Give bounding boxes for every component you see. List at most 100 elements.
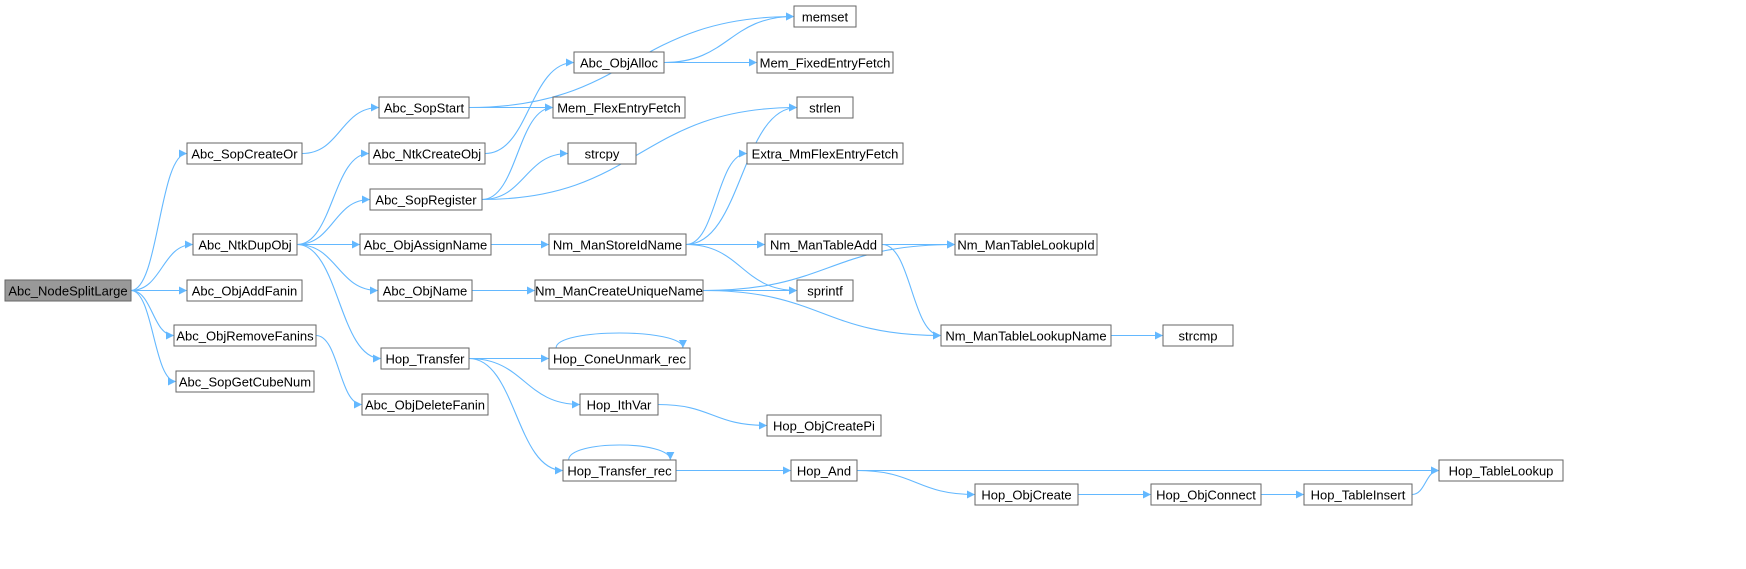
node-box	[796, 96, 854, 119]
node-label: Nm_ManStoreIdName	[553, 238, 682, 253]
node-nm-mantablelookupname[interactable]: Nm_ManTableLookupName	[940, 324, 1112, 347]
node-abc-sopstart[interactable]: Abc_SopStart	[378, 96, 470, 119]
node-box	[1438, 459, 1564, 482]
node-hop-tablelookup[interactable]: Hop_TableLookup	[1438, 459, 1564, 482]
node-label: Extra_MmFlexEntryFetch	[752, 147, 899, 162]
node-abc-sopcreateor[interactable]: Abc_SopCreateOr	[186, 142, 303, 165]
edge-hop-and-to-hop-objcreate	[856, 469, 976, 499]
node-abc-nodesplitlarge[interactable]: Abc_NodeSplitLarge	[4, 279, 132, 302]
node-label: Hop_ObjCreatePi	[773, 419, 875, 434]
node-mem-flexentryfetch[interactable]: Mem_FlexEntryFetch	[552, 96, 686, 119]
edge-hop-ithvar-to-hop-objcreatepi	[657, 403, 768, 430]
node-nm-manstoreidname[interactable]: Nm_ManStoreIdName	[548, 233, 687, 256]
node-box	[746, 142, 904, 165]
node-label: Abc_ObjAddFanin	[192, 284, 298, 299]
node-memset[interactable]: memset	[793, 5, 857, 28]
nodes-layer: Abc_NodeSplitLargeAbc_SopCreateOrAbc_Ntk…	[4, 5, 1564, 506]
node-strcmp[interactable]: strcmp	[1162, 324, 1234, 347]
node-hop-objcreate[interactable]: Hop_ObjCreate	[974, 483, 1079, 506]
node-box	[368, 142, 486, 165]
edge-nm-manstoreidname-to-extra-mmflexentryfetch	[685, 149, 748, 246]
node-label: strcpy	[585, 147, 620, 162]
node-abc-objdeletefanin[interactable]: Abc_ObjDeleteFanin	[361, 393, 489, 416]
node-box	[359, 233, 492, 256]
node-label: Hop_TableLookup	[1449, 464, 1554, 479]
node-label: Hop_ConeUnmark_rec	[553, 352, 686, 367]
node-label: Abc_ObjName	[383, 284, 468, 299]
edge-abc-objalloc-to-memset	[663, 12, 795, 64]
node-hop-coneunmark-rec[interactable]: Hop_ConeUnmark_rec	[548, 347, 691, 370]
node-abc-objassignname[interactable]: Abc_ObjAssignName	[359, 233, 492, 256]
node-label: sprintf	[807, 284, 843, 299]
node-hop-tableinsert[interactable]: Hop_TableInsert	[1303, 483, 1413, 506]
node-strlen[interactable]: strlen	[796, 96, 854, 119]
node-box	[793, 5, 857, 28]
node-label: Abc_ObjDeleteFanin	[365, 398, 485, 413]
node-box	[954, 233, 1098, 256]
node-box	[766, 414, 882, 437]
node-nm-mancreateuniquename[interactable]: Nm_ManCreateUniqueName	[534, 279, 704, 302]
edge-abc-sopcreateor-to-abc-sopstart	[301, 103, 380, 155]
edge-abc-ntkdupobj-to-abc-objname	[296, 243, 379, 295]
node-box	[175, 370, 315, 393]
node-nm-mantableadd[interactable]: Nm_ManTableAdd	[764, 233, 883, 256]
node-box	[573, 51, 665, 74]
node-box	[974, 483, 1079, 506]
node-label: Abc_NodeSplitLarge	[8, 284, 127, 299]
node-abc-ntkdupobj[interactable]: Abc_NtkDupObj	[192, 233, 298, 256]
node-abc-sopregister[interactable]: Abc_SopRegister	[369, 188, 483, 211]
edge-abc-nodesplitlarge-to-abc-sopcreateor	[130, 149, 188, 292]
node-box	[380, 347, 470, 370]
edge-abc-objremovefanins-to-abc-objdeletefanin	[315, 334, 363, 409]
edge-nm-mancreateuniquename-to-nm-mantablelookupid	[702, 240, 956, 292]
node-label: Abc_ObjRemoveFanins	[176, 329, 314, 344]
node-box	[378, 96, 470, 119]
edge-abc-sopregister-to-strlen	[481, 103, 798, 201]
node-box	[548, 233, 687, 256]
node-label: Hop_IthVar	[587, 398, 652, 413]
edge-abc-ntkdupobj-to-abc-sopregister	[296, 195, 371, 246]
node-box	[562, 459, 677, 482]
node-label: Hop_Transfer	[386, 352, 466, 367]
edge-hop-transfer-to-hop-transfer-rec	[468, 357, 564, 475]
node-box	[377, 279, 473, 302]
node-hop-transfer[interactable]: Hop_Transfer	[380, 347, 470, 370]
node-label: Abc_NtkDupObj	[198, 238, 291, 253]
node-box	[369, 188, 483, 211]
node-abc-ntkcreateobj[interactable]: Abc_NtkCreateObj	[368, 142, 486, 165]
node-abc-objalloc[interactable]: Abc_ObjAlloc	[573, 51, 665, 74]
node-label: Abc_ObjAssignName	[364, 238, 488, 253]
node-abc-objremovefanins[interactable]: Abc_ObjRemoveFanins	[173, 324, 317, 347]
node-abc-objaddfanin[interactable]: Abc_ObjAddFanin	[186, 279, 303, 302]
node-box	[173, 324, 317, 347]
node-hop-transfer-rec[interactable]: Hop_Transfer_rec	[562, 459, 677, 482]
node-label: Abc_SopStart	[384, 101, 465, 116]
node-box	[796, 279, 854, 302]
node-label: Hop_ObjCreate	[981, 488, 1071, 503]
node-hop-objconnect[interactable]: Hop_ObjConnect	[1150, 483, 1262, 506]
node-label: Abc_NtkCreateObj	[373, 147, 481, 162]
node-label: Hop_And	[797, 464, 851, 479]
edge-abc-nodesplitlarge-to-abc-ntkdupobj	[130, 240, 194, 292]
node-strcpy[interactable]: strcpy	[567, 142, 637, 165]
node-box	[764, 233, 883, 256]
node-mem-fixedentryfetch[interactable]: Mem_FixedEntryFetch	[756, 51, 894, 74]
node-label: Nm_ManCreateUniqueName	[535, 284, 703, 299]
node-abc-sopgetcubenum[interactable]: Abc_SopGetCubeNum	[175, 370, 315, 393]
node-sprintf[interactable]: sprintf	[796, 279, 854, 302]
edge-nm-mantableadd-to-nm-mantablelookupname	[881, 243, 942, 340]
node-label: strcmp	[1179, 329, 1218, 344]
edge-hop-coneunmark-rec-to-hop-coneunmark-rec	[555, 332, 687, 349]
node-hop-objcreatepi[interactable]: Hop_ObjCreatePi	[766, 414, 882, 437]
node-nm-mantablelookupid[interactable]: Nm_ManTableLookupId	[954, 233, 1098, 256]
edge-nm-manstoreidname-to-sprintf	[685, 243, 798, 295]
edge-hop-transfer-rec-to-hop-transfer-rec	[568, 444, 675, 461]
edges-layer	[130, 12, 1440, 499]
node-box	[756, 51, 894, 74]
node-hop-and[interactable]: Hop_And	[790, 459, 858, 482]
edge-nm-mancreateuniquename-to-nm-mantablelookupname	[702, 289, 942, 340]
node-box	[1303, 483, 1413, 506]
node-extra-mmflexentryfetch[interactable]: Extra_MmFlexEntryFetch	[746, 142, 904, 165]
node-hop-ithvar[interactable]: Hop_IthVar	[579, 393, 659, 416]
node-abc-objname[interactable]: Abc_ObjName	[377, 279, 473, 302]
